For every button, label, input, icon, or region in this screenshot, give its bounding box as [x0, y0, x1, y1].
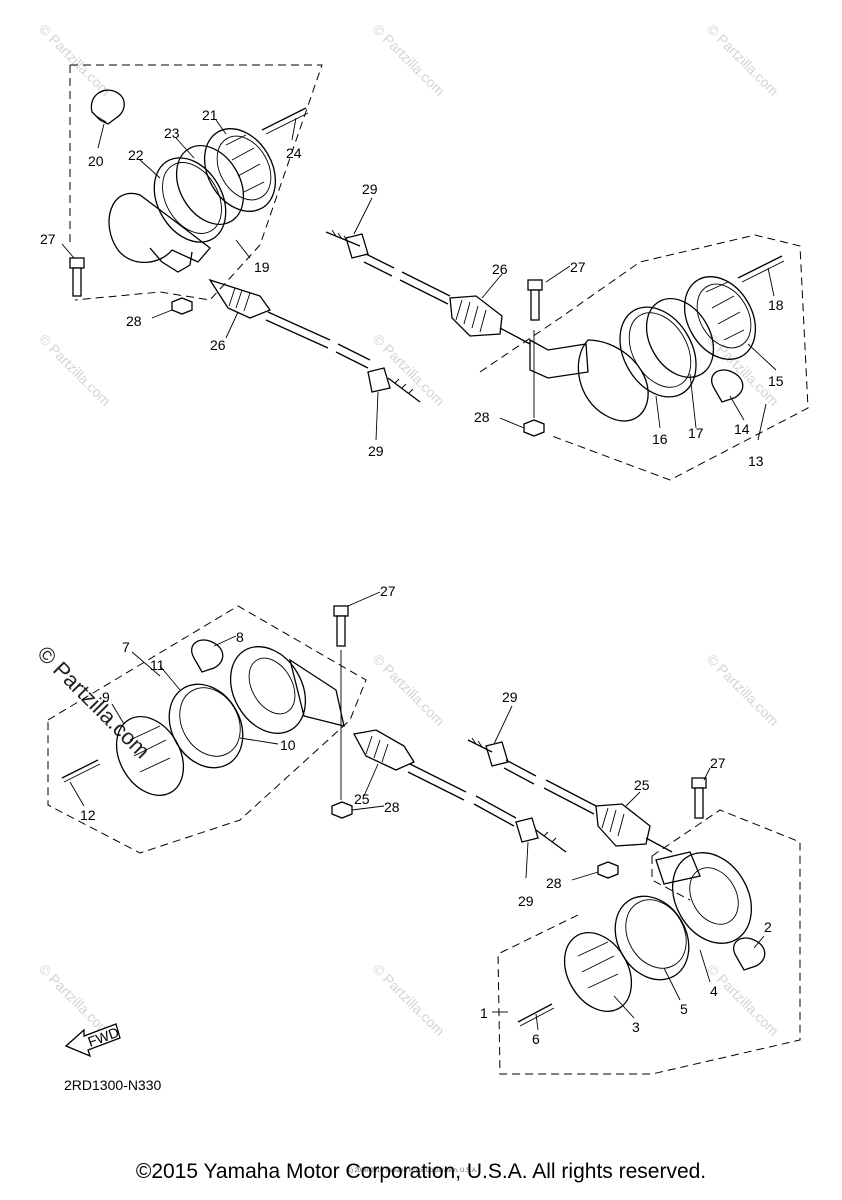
lens-16 [619, 306, 697, 398]
part-label: 29 [502, 689, 518, 705]
housing-10 [229, 646, 307, 734]
nut-28b [523, 419, 545, 437]
part-label: 25 [354, 791, 370, 807]
watermark: © Partzilla.com [704, 21, 782, 99]
bulb-2 [733, 937, 766, 971]
lens-21 [203, 128, 277, 212]
assembly-13 [479, 234, 809, 481]
gasket-23 [175, 145, 245, 225]
part-label: 2 [764, 919, 772, 935]
screw-6 [517, 1003, 553, 1023]
part-label: 5 [680, 1001, 688, 1017]
part-label: 19 [254, 259, 270, 275]
assembly-7 [47, 605, 367, 854]
housing-4 [672, 852, 752, 944]
part-label: 28 [546, 875, 562, 891]
lens-9 [115, 716, 185, 796]
part-label: 12 [80, 807, 96, 823]
assembly-1 [497, 777, 801, 1075]
gasket-17 [645, 298, 715, 378]
part-label: 18 [768, 297, 784, 313]
part-label: 14 [734, 421, 750, 437]
diagram-code: 2RD1300-N330 [64, 1077, 161, 1093]
bulb-8 [191, 639, 224, 673]
part-label: 28 [126, 313, 142, 329]
bulb-14 [711, 369, 744, 403]
part-label: 1 [480, 1005, 488, 1021]
part-label: 28 [474, 409, 490, 425]
part-label: 25 [634, 777, 650, 793]
part-label: 29 [362, 181, 378, 197]
bulb-20 [90, 89, 125, 125]
part-label: 24 [286, 145, 302, 161]
part-label: 16 [652, 431, 668, 447]
part-label: 20 [88, 153, 104, 169]
part-label: 3 [632, 1019, 640, 1035]
assembly-19 [69, 64, 323, 315]
watermark: © Partzilla.com [36, 961, 114, 1039]
part-label: 22 [128, 147, 144, 163]
bolt-27b [527, 279, 543, 321]
rim-15 [683, 276, 757, 360]
part-label: 23 [164, 125, 180, 141]
harness-26b [325, 229, 531, 345]
part-label: 15 [768, 373, 784, 389]
leader-lines [61, 117, 777, 1031]
small-credit: (c) 2008-2016 Yamaha Motor Corporation, … [346, 1168, 478, 1174]
part-label: 28 [384, 799, 400, 815]
screw-12 [61, 759, 99, 779]
lens-3 [563, 932, 633, 1012]
harness-25a [352, 729, 567, 853]
part-label: 7 [122, 639, 130, 655]
part-label: 17 [688, 425, 704, 441]
bolt-27a [69, 257, 85, 297]
rim-22 [153, 157, 227, 243]
bolt-27d [691, 777, 707, 819]
watermark: © Partzilla.com [370, 21, 448, 99]
part-label: 27 [40, 231, 56, 247]
copyright-notice: ©2015 Yamaha Motor Corporation, U.S.A. A… [135, 1160, 707, 1183]
harness-25b [467, 737, 673, 853]
part-label: 8 [236, 629, 244, 645]
screw-18 [737, 255, 783, 279]
part-label: 11 [150, 657, 165, 673]
watermark: © Partzilla.com [36, 21, 114, 99]
part-label: 10 [280, 737, 296, 753]
watermark: © Partzilla.com [370, 651, 448, 729]
bolt-27c [333, 605, 349, 647]
part-label: 6 [532, 1031, 540, 1047]
part-label: 26 [492, 261, 508, 277]
part-label: 21 [202, 107, 218, 123]
part-label: 27 [710, 755, 726, 771]
nut-28d [597, 861, 619, 879]
watermark: © Partzilla.com [704, 651, 782, 729]
part-labels: 20 21 22 23 24 27 19 28 26 29 29 26 27 1… [40, 107, 784, 1047]
part-label: 26 [210, 337, 226, 353]
fwd-label: FWD [86, 1024, 121, 1050]
housing-13 [577, 339, 649, 422]
part-label: 13 [748, 453, 764, 469]
part-label: 27 [570, 259, 586, 275]
watermark: © Partzilla.com [370, 331, 448, 409]
watermark-large: © Partzilla.com [32, 641, 155, 764]
part-label: 9 [102, 689, 110, 705]
part-label: 27 [380, 583, 396, 599]
watermark: © Partzilla.com [36, 331, 114, 409]
harness-26a [208, 278, 421, 403]
part-label: 29 [368, 443, 384, 459]
watermark: © Partzilla.com [370, 961, 448, 1039]
watermark-layer: © Partzilla.com © Partzilla.com © Partzi… [32, 21, 781, 1039]
watermark: © Partzilla.com [704, 961, 782, 1039]
screw-24 [261, 107, 307, 131]
part-label: 4 [710, 983, 718, 999]
nut-28c [331, 801, 353, 819]
housing-19 [108, 192, 211, 263]
nut-28a [171, 297, 193, 315]
part-label: 29 [518, 893, 534, 909]
